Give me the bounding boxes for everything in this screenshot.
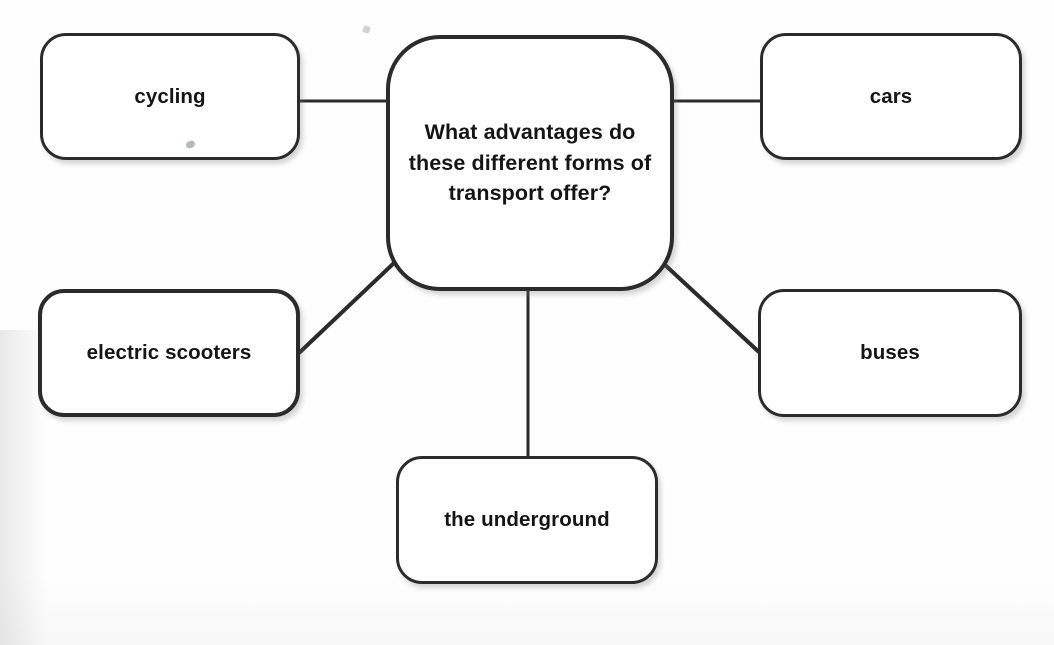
connector-center-to-electric-scooters: [297, 261, 396, 355]
node-electric-scooters[interactable]: electric scooters: [38, 289, 300, 417]
node-cars-label: cars: [869, 84, 913, 108]
node-center-label: What advantages do these different forms…: [408, 119, 652, 206]
node-the-underground[interactable]: the underground: [396, 456, 658, 584]
node-electric-scooters-label: electric scooters: [86, 341, 252, 364]
connector-center-to-buses: [662, 262, 762, 355]
node-center[interactable]: What advantages do these different forms…: [386, 35, 674, 291]
node-cycling[interactable]: cycling: [40, 33, 300, 160]
node-buses[interactable]: buses: [758, 289, 1022, 417]
node-buses-label: buses: [860, 341, 920, 364]
node-cycling-label: cycling: [134, 84, 206, 108]
node-the-underground-label: the underground: [444, 508, 610, 531]
node-cars[interactable]: cars: [760, 33, 1022, 160]
